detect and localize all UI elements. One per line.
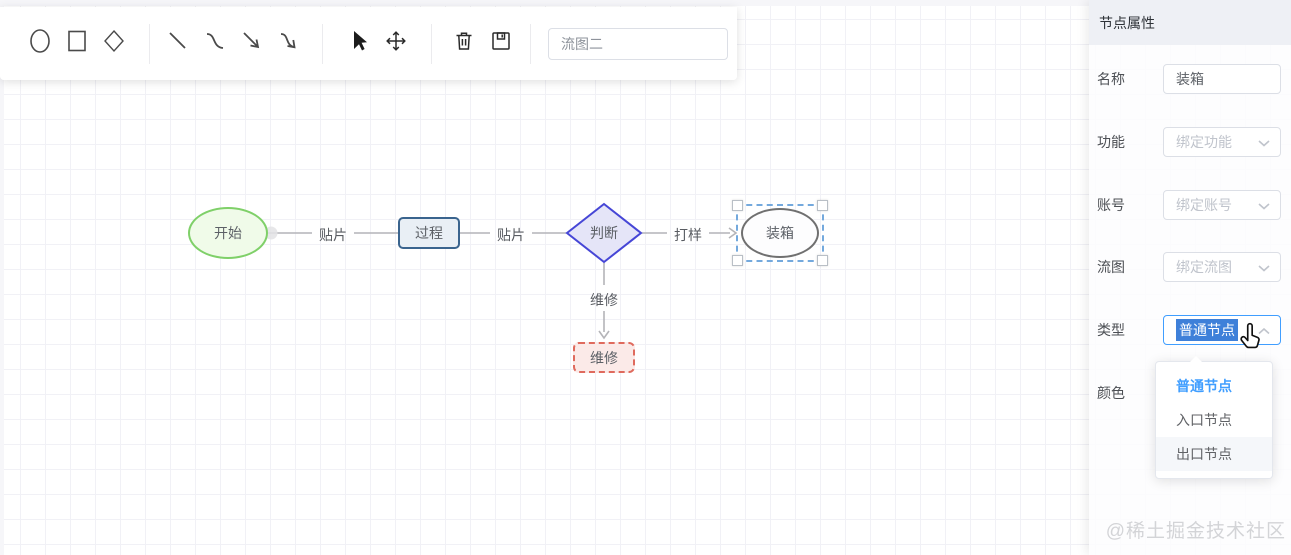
function-select[interactable]: 绑定功能 bbox=[1163, 127, 1281, 157]
rect-shape-tool[interactable] bbox=[65, 28, 89, 59]
selection-handle-bottom-left[interactable] bbox=[732, 255, 743, 266]
panel-title: 节点属性 bbox=[1089, 0, 1291, 45]
node-properties-panel: 节点属性 名称 功能 绑定功能 账号 绑定账号 流图 绑定流图 类型 普通节点 bbox=[1089, 0, 1291, 555]
diamond-icon bbox=[102, 28, 126, 59]
field-row-name: 名称 bbox=[1097, 64, 1291, 94]
flow-node-repair[interactable]: 维修 bbox=[573, 342, 635, 373]
cursor-icon bbox=[347, 29, 371, 58]
line-icon bbox=[166, 29, 190, 58]
node-label: 开始 bbox=[214, 225, 242, 241]
watermark: @稀土掘金技术社区 bbox=[1105, 521, 1286, 542]
arrow-curve-tool[interactable] bbox=[277, 31, 301, 57]
selected-type-value: 普通节点 bbox=[1176, 319, 1238, 341]
select-tool[interactable] bbox=[347, 31, 371, 57]
node-label: 维修 bbox=[590, 349, 618, 366]
edge-label[interactable]: 贴片 bbox=[319, 227, 347, 243]
canvas-top-edge bbox=[0, 0, 1291, 6]
node-label: 装箱 bbox=[766, 225, 794, 241]
save-button[interactable] bbox=[489, 31, 513, 57]
chevron-down-icon bbox=[1258, 197, 1270, 213]
toolbar-divider bbox=[149, 23, 150, 64]
field-label: 流图 bbox=[1097, 259, 1125, 275]
move-icon bbox=[384, 29, 408, 58]
selection-box[interactable] bbox=[732, 200, 828, 266]
toolbar bbox=[0, 7, 737, 80]
field-row-flow: 流图 绑定流图 bbox=[1097, 252, 1291, 282]
ellipse-shape-tool[interactable] bbox=[28, 28, 52, 59]
arrow-line-icon bbox=[240, 29, 264, 58]
trash-icon bbox=[452, 29, 476, 58]
node-label: 过程 bbox=[415, 225, 443, 241]
field-row-type: 类型 普通节点 bbox=[1097, 315, 1291, 345]
toolbar-divider bbox=[530, 23, 531, 64]
field-label: 颜色 bbox=[1097, 385, 1125, 401]
field-row-account: 账号 绑定账号 bbox=[1097, 190, 1291, 220]
field-label: 功能 bbox=[1097, 134, 1125, 150]
node-label: 判断 bbox=[590, 225, 618, 241]
chevron-up-icon bbox=[1258, 322, 1270, 338]
select-placeholder: 绑定功能 bbox=[1176, 134, 1232, 150]
name-input[interactable] bbox=[1163, 64, 1281, 94]
field-row-function: 功能 绑定功能 bbox=[1097, 127, 1291, 157]
arrow-curve-icon bbox=[277, 29, 301, 58]
selection-handle-top-right[interactable] bbox=[817, 200, 828, 211]
field-row-color: 颜色 bbox=[1097, 378, 1291, 408]
type-dropdown-menu: 普通节点 入口节点 出口节点 bbox=[1155, 356, 1273, 479]
curve-line-tool[interactable] bbox=[203, 31, 227, 57]
chevron-down-icon bbox=[1258, 134, 1270, 150]
selection-handle-bottom-right[interactable] bbox=[817, 255, 828, 266]
flow-node-process[interactable]: 过程 bbox=[398, 217, 460, 249]
edge-label[interactable]: 打样 bbox=[674, 227, 702, 243]
line-tool[interactable] bbox=[166, 31, 190, 57]
dropdown-option-exit[interactable]: 出口节点 bbox=[1156, 437, 1272, 471]
edge-label[interactable]: 维修 bbox=[590, 292, 618, 308]
flow-node-start[interactable]: 开始 bbox=[188, 207, 268, 259]
selection-handle-top-left[interactable] bbox=[732, 200, 743, 211]
delete-button[interactable] bbox=[452, 31, 476, 57]
type-select[interactable]: 普通节点 bbox=[1163, 315, 1281, 345]
field-label: 名称 bbox=[1097, 71, 1125, 87]
diamond-shape bbox=[565, 202, 643, 264]
move-tool[interactable] bbox=[384, 31, 408, 57]
account-select[interactable]: 绑定账号 bbox=[1163, 190, 1281, 220]
toolbar-divider bbox=[431, 23, 432, 64]
field-label: 类型 bbox=[1097, 322, 1125, 338]
toolbar-divider bbox=[322, 23, 323, 64]
save-icon bbox=[489, 29, 513, 58]
flow-name-input[interactable] bbox=[548, 27, 728, 60]
curve-icon bbox=[203, 29, 227, 58]
diamond-shape-tool[interactable] bbox=[102, 28, 126, 59]
field-label: 账号 bbox=[1097, 197, 1125, 213]
square-icon bbox=[65, 28, 89, 59]
dropdown-option-normal[interactable]: 普通节点 bbox=[1176, 378, 1232, 394]
flow-node-pack[interactable]: 装箱 bbox=[741, 208, 819, 258]
ellipse-icon bbox=[28, 28, 52, 59]
arrow-line-tool[interactable] bbox=[240, 31, 264, 57]
flow-select[interactable]: 绑定流图 bbox=[1163, 252, 1281, 282]
select-placeholder: 绑定账号 bbox=[1176, 197, 1232, 213]
edge-label[interactable]: 贴片 bbox=[497, 227, 525, 243]
chevron-down-icon bbox=[1258, 259, 1270, 275]
select-placeholder: 绑定流图 bbox=[1176, 259, 1232, 275]
dropdown-option-entry[interactable]: 入口节点 bbox=[1176, 412, 1232, 428]
flow-node-decision[interactable]: 判断 bbox=[565, 202, 643, 264]
canvas-left-edge bbox=[0, 0, 4, 555]
